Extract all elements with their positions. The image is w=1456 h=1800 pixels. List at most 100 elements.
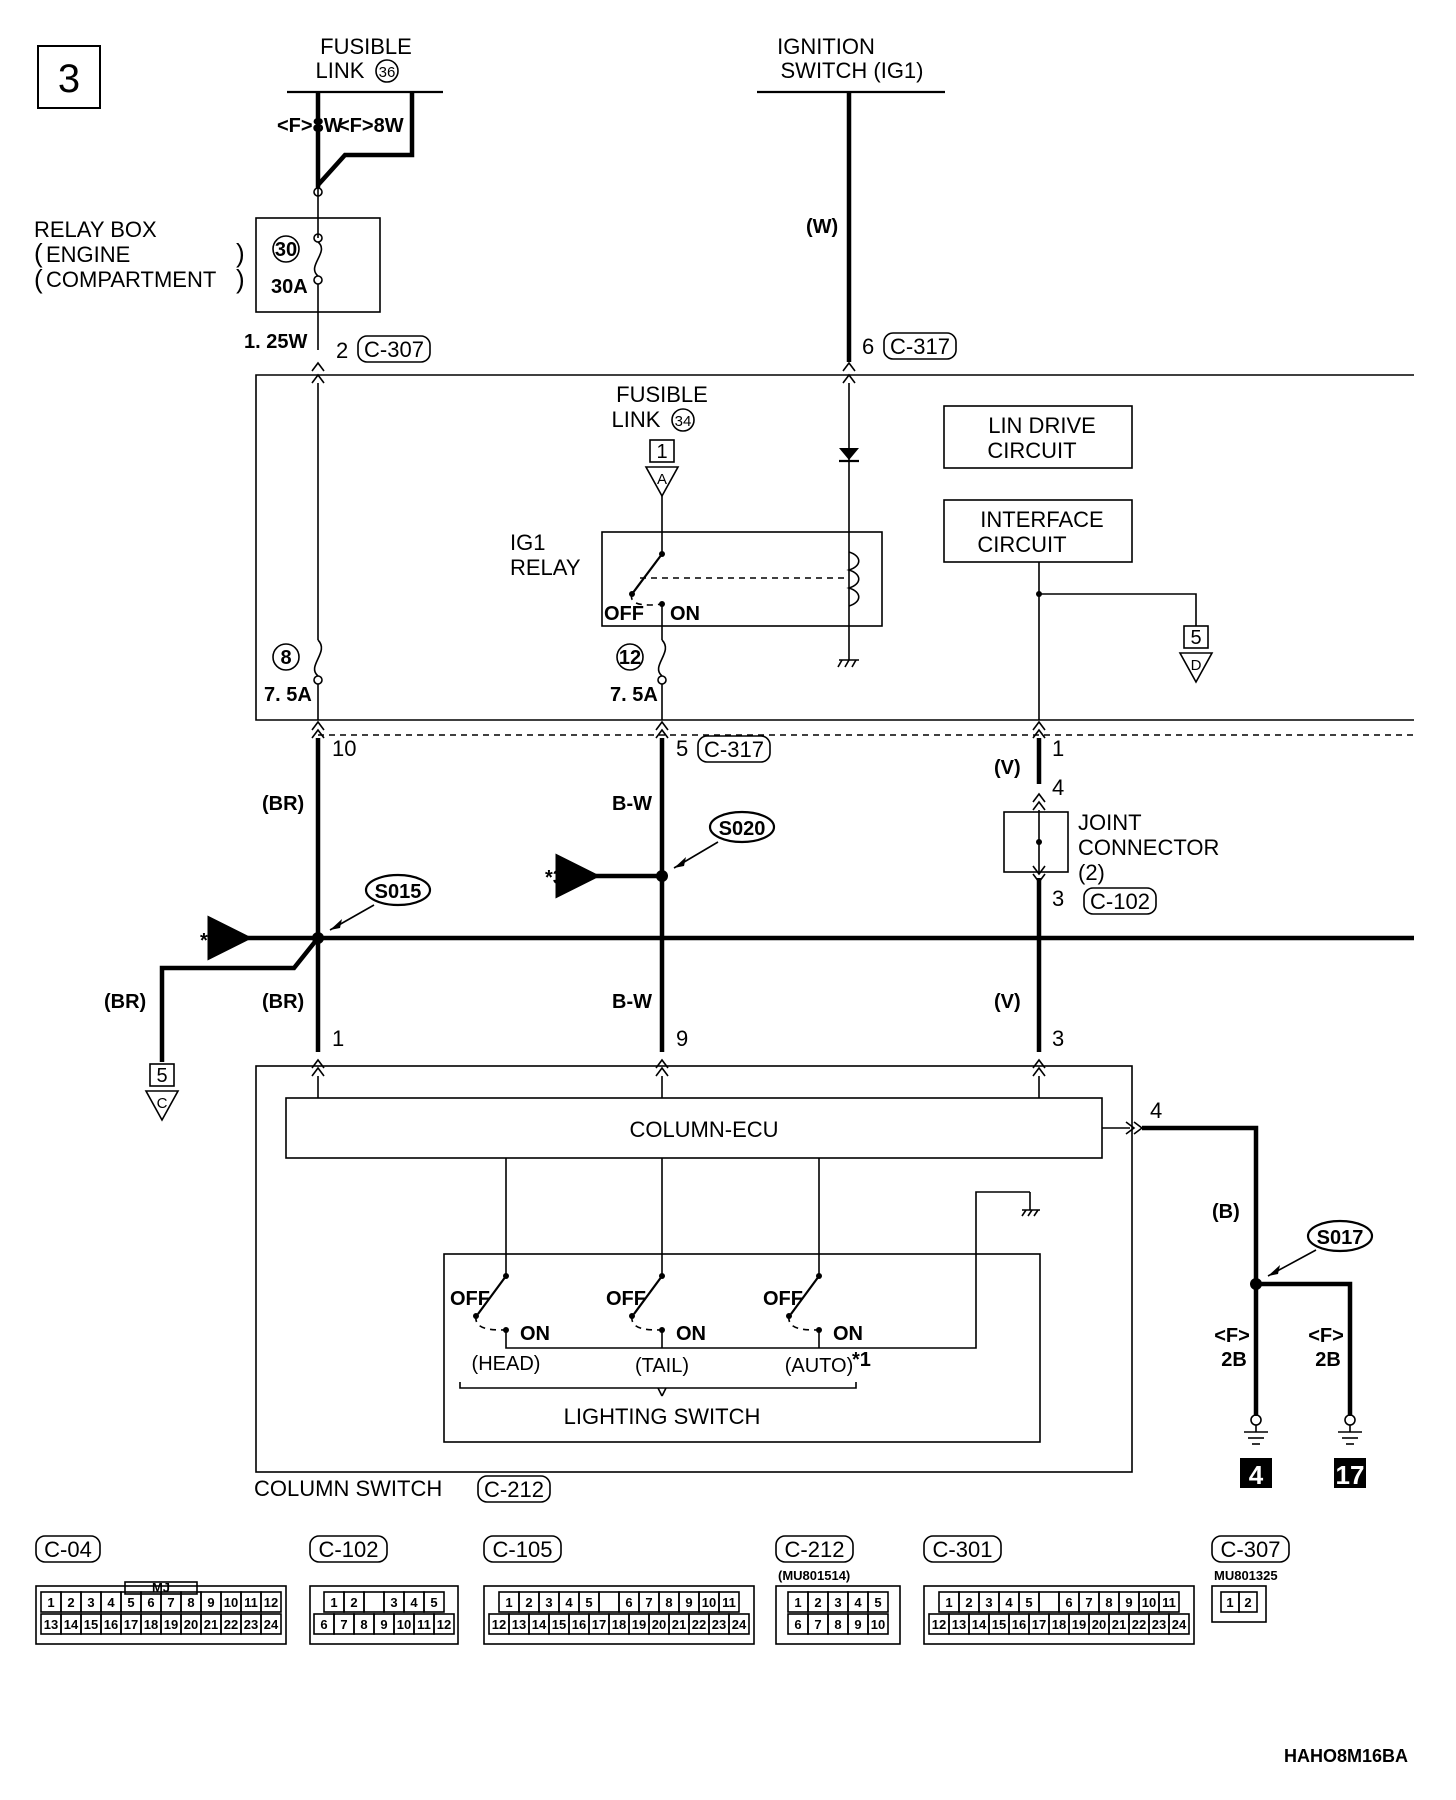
connector-pin: 22 [1132,1617,1146,1632]
svg-text:C: C [157,1095,168,1112]
svg-text:OFF: OFF [604,603,644,625]
tail-off: OFF [606,1288,646,1310]
svg-text:34: 34 [675,413,692,430]
svg-text:ON: ON [670,603,700,625]
splice-s015: S015 [329,873,432,931]
pin-3-jc: 3 [1052,886,1064,911]
pin-6: 6 [862,334,874,359]
wire-spec-1-25w: 1. 25W [244,331,307,353]
connector-pin: 2 [67,1595,74,1610]
svg-text:C-102: C-102 [1090,889,1150,914]
connector-view-label: C-307 [1221,1537,1281,1562]
auto-on: ON [833,1323,863,1345]
connector-pin: 17 [1032,1617,1046,1632]
wire-spec-v-upper: (V) [994,757,1021,779]
ig1-relay-label-2: RELAY [510,555,581,580]
ground-4: 4 [1240,1414,1272,1490]
connector-pin: 3 [985,1595,992,1610]
head-off: OFF [450,1288,490,1310]
connector-part-number: (MU801514) [778,1568,850,1583]
note-2: *2 [200,930,219,952]
connector-pin: 3 [545,1595,552,1610]
connector-pin: 17 [592,1617,606,1632]
auto-off: OFF [763,1288,803,1310]
connector-pin: 12 [264,1595,278,1610]
fusible-link-36-text2: LINK [316,58,365,83]
connector-pin: 11 [417,1617,431,1632]
svg-text:): ) [236,238,245,268]
connector-pin: 24 [732,1617,747,1632]
svg-text:1: 1 [656,441,667,463]
connector-pin: 4 [107,1595,115,1610]
connector-c317-top-label: C-317 [883,332,957,360]
connector-pin: 5 [874,1595,881,1610]
connector-pin: 10 [702,1595,716,1610]
connector-pin: 1 [330,1595,337,1610]
connector-pin: 18 [612,1617,626,1632]
fuse-12-amp: 7. 5A [610,684,658,706]
connector-pin: 7 [645,1595,652,1610]
connector-pin: 7 [814,1617,821,1632]
svg-text:17: 17 [1336,1460,1365,1490]
relay-fuse-number: 30 [275,239,297,261]
connector-pin: 24 [1172,1617,1187,1632]
svg-text:2B: 2B [1315,1349,1341,1371]
connector-pin: 16 [104,1617,118,1632]
connector-pin: 24 [264,1617,279,1632]
connector-pin: 7 [167,1595,174,1610]
connector-pin: 23 [712,1617,726,1632]
svg-text:C-317: C-317 [704,737,764,762]
lighting-switch-label: LIGHTING SWITCH [564,1404,761,1429]
connector-pin: 22 [224,1617,238,1632]
connector-pin: 10 [224,1595,238,1610]
connector-pin: 8 [1105,1595,1112,1610]
splice-s017: S017 [1267,1219,1374,1277]
column-switch-title: COLUMN SWITCH [254,1476,442,1501]
wire-spec-w: (W) [806,216,838,238]
svg-text:CIRCUIT: CIRCUIT [987,438,1076,463]
connector-view-label: C-212 [785,1537,845,1562]
reference-5-d: 5 D [1178,625,1214,684]
tail-on: ON [676,1323,706,1345]
connector-pin: 9 [1125,1595,1132,1610]
connector-pin: 12 [437,1617,451,1632]
figure-code: HAHO8M16BA [1284,1746,1408,1766]
svg-text:5: 5 [1190,627,1201,649]
connector-c212-label: C-212 [484,1477,544,1502]
wire-spec-br-lower: (BR) [262,991,304,1013]
connector-pin: 6 [320,1617,327,1632]
note-1: *1 [852,1349,871,1371]
connector-pin: 13 [44,1617,58,1632]
lin-drive-circuit: LIN DRIVE CIRCUIT [943,405,1133,469]
pin-1-cs: 1 [332,1026,344,1051]
svg-text:A: A [657,471,667,488]
connector-pin: 4 [410,1595,418,1610]
connector-pin: 9 [854,1617,861,1632]
interface-circuit: INTERFACE CIRCUIT [943,499,1133,563]
fuse-12-number: 12 [619,647,641,669]
joint-connector-2: JOINT CONNECTOR (2) [1003,810,1219,885]
pin-9-cs: 9 [676,1026,688,1051]
connector-pin: 7 [340,1617,347,1632]
svg-text:S017: S017 [1317,1227,1364,1249]
connector-c102-label: C-102 [1083,887,1157,915]
ignition-switch-ig1: IGNITION SWITCH (IG1) [757,34,945,94]
connector-pin: 21 [1112,1617,1126,1632]
reference-5-c: 5 C [144,1063,180,1122]
switch-auto: (AUTO) [785,1355,854,1377]
connector-pin: 3 [87,1595,94,1610]
connector-pin: 8 [834,1617,841,1632]
svg-text:INTERFACE: INTERFACE [980,507,1103,532]
relay-box-line2: ENGINE [46,242,130,267]
page-number: 3 [58,57,80,101]
connector-view-label: C-301 [933,1537,993,1562]
ignition-switch-line1: IGNITION [777,34,875,59]
fuse-8-number: 8 [280,647,291,669]
connector-pin: 22 [692,1617,706,1632]
pin-2: 2 [336,338,348,363]
